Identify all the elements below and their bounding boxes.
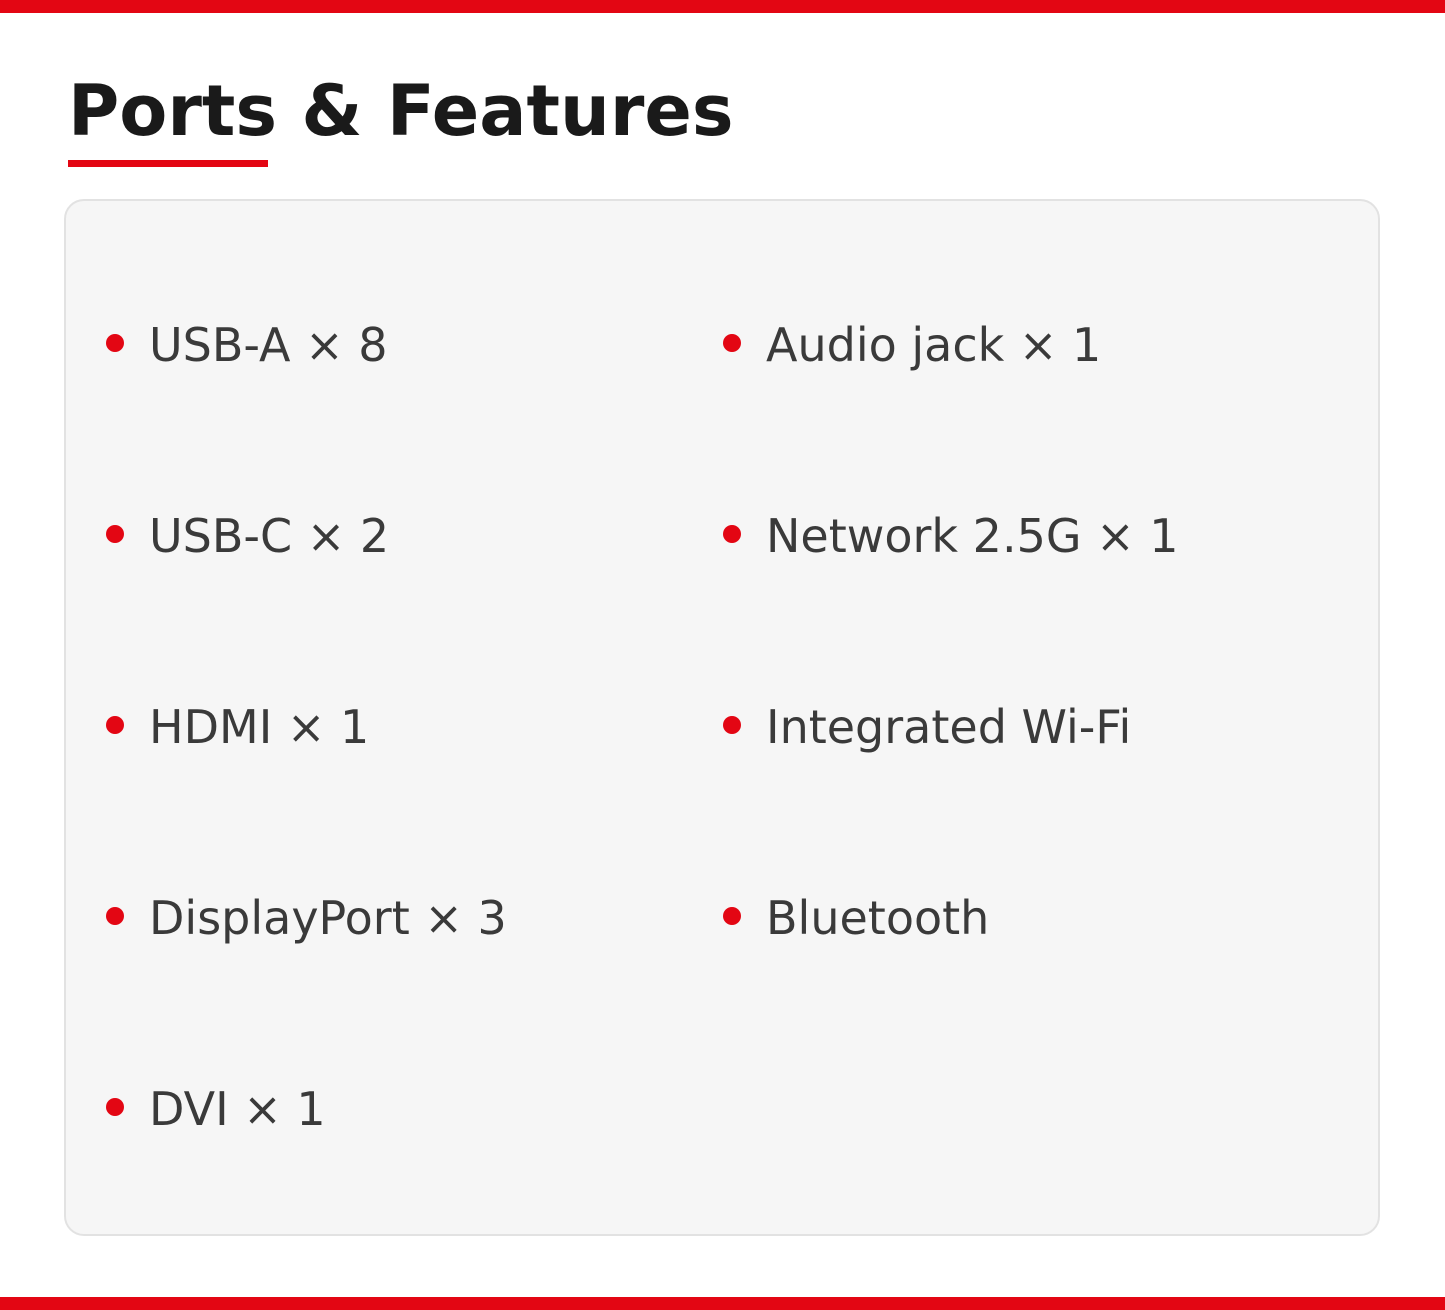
feature-list: USB-A × 8 USB-C × 2 HDMI × 1 DisplayPort… bbox=[66, 201, 1378, 1234]
feature-label-usb-a: USB-A × 8 bbox=[149, 318, 388, 372]
feature-label-displayport: DisplayPort × 3 bbox=[149, 891, 507, 945]
bullet-dot-icon bbox=[723, 907, 741, 925]
bullet-dot-icon bbox=[106, 716, 124, 734]
bottom-accent-bar bbox=[0, 1297, 1445, 1310]
top-accent-bar bbox=[0, 0, 1445, 13]
bullet-dot-icon bbox=[106, 1098, 124, 1116]
bullet-dot-icon bbox=[723, 716, 741, 734]
feature-label-dvi: DVI × 1 bbox=[149, 1082, 326, 1136]
feature-label-audio-jack: Audio jack × 1 bbox=[766, 318, 1102, 372]
feature-label-bluetooth: Bluetooth bbox=[766, 891, 990, 945]
features-panel: USB-A × 8 USB-C × 2 HDMI × 1 DisplayPort… bbox=[64, 199, 1380, 1236]
feature-label-usb-c: USB-C × 2 bbox=[149, 509, 390, 563]
page-title: Ports & Features bbox=[68, 70, 734, 152]
bullet-dot-icon bbox=[723, 334, 741, 352]
bullet-dot-icon bbox=[723, 525, 741, 543]
bullet-dot-icon bbox=[106, 525, 124, 543]
feature-label-hdmi: HDMI × 1 bbox=[149, 700, 370, 754]
bullet-dot-icon bbox=[106, 334, 124, 352]
feature-label-network: Network 2.5G × 1 bbox=[766, 509, 1179, 563]
title-underline bbox=[68, 160, 268, 167]
feature-label-wifi: Integrated Wi-Fi bbox=[766, 700, 1132, 754]
bullet-dot-icon bbox=[106, 907, 124, 925]
